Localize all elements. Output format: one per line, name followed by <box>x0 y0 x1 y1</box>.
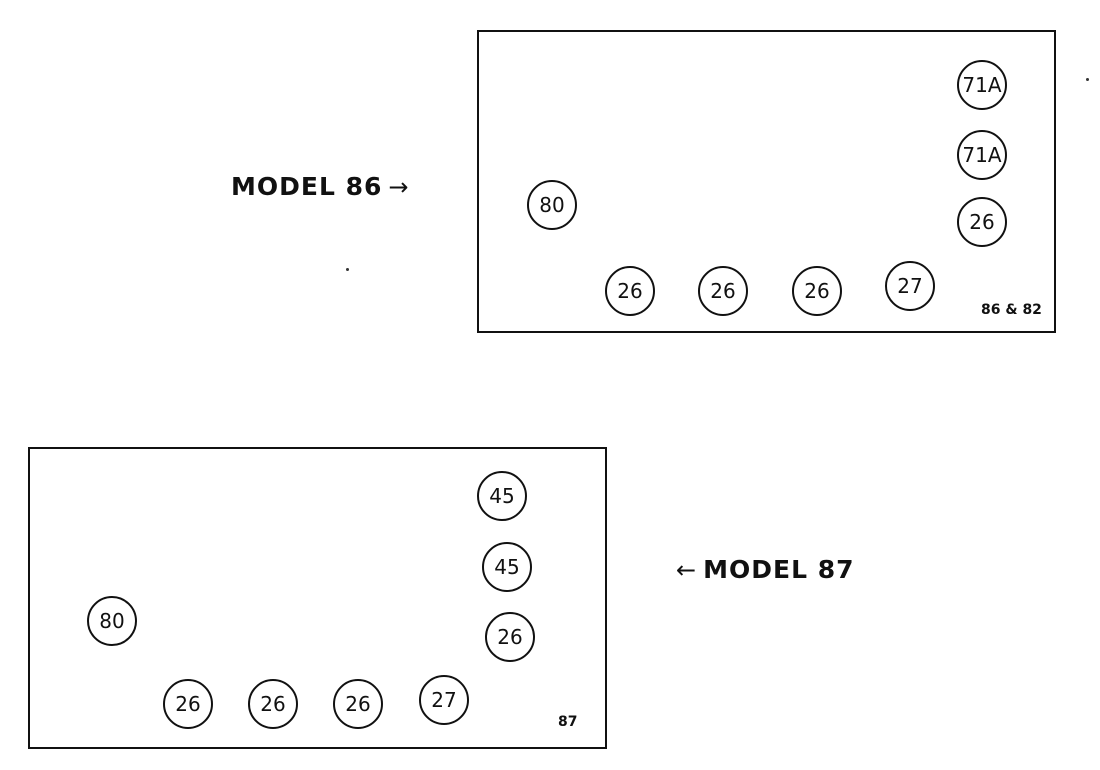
model-87-tube: 26 <box>248 679 298 729</box>
arrow-left-icon: ← <box>676 556 698 584</box>
model-87-chassis: 45 45 26 80 26 26 26 27 87 <box>28 447 607 749</box>
model-86-chassis: 71A 71A 26 80 26 26 26 27 86 & 82 <box>477 30 1056 333</box>
model-86-tube: 26 <box>957 197 1007 247</box>
model-86-tube: 26 <box>792 266 842 316</box>
model-87-tube: 26 <box>333 679 383 729</box>
model-86-tube: 80 <box>527 180 577 230</box>
model-86-tube: 71A <box>957 130 1007 180</box>
model-86-tube: 27 <box>885 261 935 311</box>
model-87-label-text: MODEL 87 <box>703 555 855 584</box>
model-87-tube: 26 <box>485 612 535 662</box>
model-87-code: 87 <box>558 714 578 730</box>
model-87-tube: 45 <box>482 542 532 592</box>
model-86-tube: 71A <box>957 60 1007 110</box>
model-87-tube: 26 <box>163 679 213 729</box>
model-87-tube: 80 <box>87 596 137 646</box>
model-86-label-text: MODEL 86 <box>231 172 383 201</box>
arrow-right-icon: → <box>388 173 410 201</box>
model-86-label: MODEL 86→ <box>231 174 410 199</box>
model-86-tube: 26 <box>698 266 748 316</box>
print-speck <box>1086 78 1089 81</box>
model-86-tube: 26 <box>605 266 655 316</box>
model-87-label: ←MODEL 87 <box>676 557 855 582</box>
model-86-code: 86 & 82 <box>981 302 1042 318</box>
model-87-tube: 45 <box>477 471 527 521</box>
print-speck <box>346 268 349 271</box>
model-87-tube: 27 <box>419 675 469 725</box>
